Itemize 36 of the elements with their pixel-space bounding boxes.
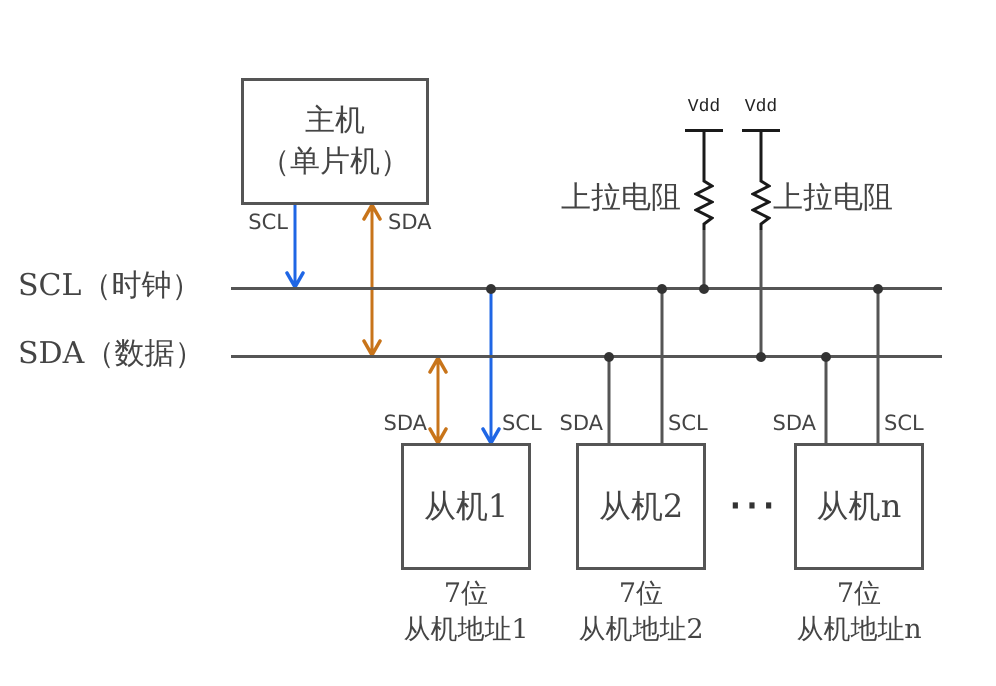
address-label: 从机地址n	[796, 614, 922, 646]
bus-line	[231, 287, 942, 290]
supply-terminal: Vdd	[685, 98, 723, 132]
arrow	[285, 205, 305, 289]
component-label: 上拉电阻	[561, 180, 681, 216]
address-label: 7位	[444, 578, 488, 610]
bus-line	[231, 355, 942, 358]
address-label: 7位	[618, 578, 664, 610]
title-text: 主机	[305, 102, 365, 140]
pin-label: SDA	[560, 411, 603, 436]
pin-label: SCL	[248, 210, 288, 236]
bus-label: SCL（时钟）	[18, 268, 202, 304]
device-box	[241, 78, 429, 205]
device-box: 从机2	[576, 443, 706, 570]
double-arrow	[428, 356, 448, 445]
pin-label: SCL	[668, 411, 708, 436]
pin-label: SDA	[384, 411, 427, 436]
subtitle-text: （单片机）	[260, 142, 410, 180]
wire	[760, 132, 762, 176]
bus-label: SDA（数据）	[18, 336, 204, 372]
address-label: 从机地址1	[403, 614, 529, 646]
wire	[702, 132, 706, 176]
pin-label: SCL	[884, 411, 924, 436]
device-box: 从机1	[401, 443, 531, 570]
resistor-symbol	[694, 176, 714, 230]
address-label: 从机地址2	[578, 614, 704, 646]
resistor-symbol	[751, 176, 771, 230]
double-arrow	[362, 203, 382, 357]
pin-label: SDA	[388, 210, 432, 236]
component-label: 上拉电阻	[773, 180, 893, 216]
supply-terminal: Vdd	[742, 98, 780, 132]
device-box: 从机n	[794, 443, 924, 570]
pin-label: SCL	[502, 411, 542, 436]
ellipsis: ⋯	[727, 474, 777, 534]
address-label: 7位	[836, 578, 882, 610]
pin-label: SDA	[772, 411, 816, 436]
